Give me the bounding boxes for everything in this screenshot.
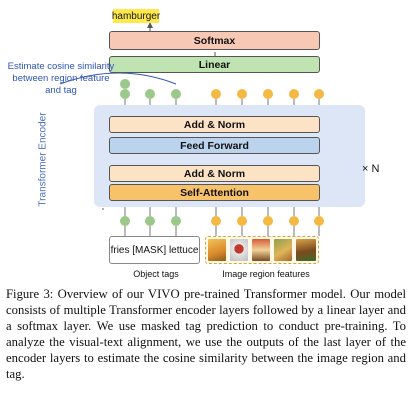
region-thumbnail (208, 239, 226, 261)
object-tags-label: Object tags (133, 269, 179, 279)
vivo-architecture-figure: hamburger Softmax Linear Estimate cosine… (7, 9, 380, 279)
add-norm-bottom: Add & Norm (109, 165, 320, 182)
figure-caption: Figure 3: Overview of our VIVO pre-train… (6, 287, 406, 381)
encoder-label: Transformer Encoder (37, 112, 49, 207)
self-attention-layer: Self-Attention (109, 184, 320, 201)
output-tag-box: hamburger (111, 9, 161, 23)
repeat-n-label: × N (362, 163, 380, 175)
cosine-arc (59, 72, 177, 85)
feed-forward-layer: Feed Forward (109, 137, 320, 154)
add-norm-top: Add & Norm (109, 116, 320, 133)
input-tokens (120, 216, 324, 226)
region-thumbnail (252, 239, 270, 261)
output-tokens (120, 79, 324, 99)
linear-layer: Linear (109, 56, 320, 73)
region-thumbnail (274, 239, 292, 261)
region-thumbnail (230, 239, 248, 261)
image-region-features-label: Image region features (222, 269, 310, 279)
object-tags-box: fries [MASK] lettuce (109, 236, 200, 264)
region-thumbnail (296, 239, 316, 261)
cosine-similarity-note: Estimate cosine similarity between regio… (7, 61, 115, 96)
softmax-layer: Softmax (109, 31, 320, 50)
